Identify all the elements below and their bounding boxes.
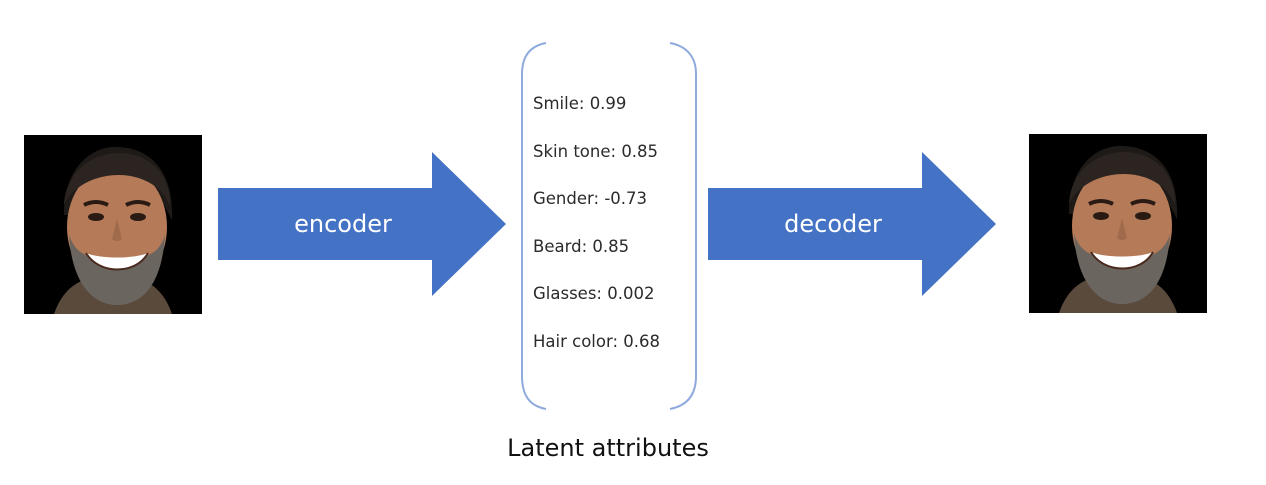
latent-attribute-list: Smile: 0.99 Skin tone: 0.85 Gender: -0.7… bbox=[533, 90, 660, 375]
decoder-label: decoder bbox=[784, 210, 882, 238]
latent-attributes-caption: Latent attributes bbox=[507, 434, 709, 462]
attribute-name: Skin tone bbox=[533, 141, 611, 161]
latent-attribute-item: Glasses: 0.002 bbox=[533, 284, 655, 303]
encoder-label: encoder bbox=[294, 210, 392, 238]
attribute-name: Beard bbox=[533, 236, 582, 256]
attribute-value: 0.85 bbox=[621, 141, 659, 161]
latent-attribute-item: Gender: -0.73 bbox=[533, 189, 648, 208]
latent-attributes-bracket bbox=[518, 40, 702, 412]
attribute-value: -0.73 bbox=[604, 189, 648, 208]
attribute-name: Glasses bbox=[533, 284, 597, 303]
attribute-name: Hair color bbox=[533, 331, 613, 351]
latent-attribute-item: Skin tone: 0.85 bbox=[533, 141, 659, 161]
latent-attribute-item: Hair color: 0.68 bbox=[533, 331, 661, 351]
input-face-image bbox=[24, 135, 202, 314]
output-face-image bbox=[1029, 134, 1207, 313]
encoder-arrow: encoder bbox=[218, 152, 506, 296]
latent-attribute-item: Beard: 0.85 bbox=[533, 236, 630, 256]
attribute-name: Smile bbox=[533, 94, 579, 113]
bracket-shape bbox=[521, 42, 697, 410]
output-face-portrait bbox=[1029, 134, 1207, 313]
latent-attribute-item: Smile: 0.99 bbox=[533, 94, 627, 113]
decoder-arrow: decoder bbox=[708, 152, 996, 296]
decoder-arrow-shape bbox=[708, 152, 996, 296]
input-face-portrait bbox=[24, 135, 202, 314]
attribute-name: Gender bbox=[533, 189, 594, 208]
attribute-value: 0.002 bbox=[607, 284, 655, 303]
encoder-arrow-shape bbox=[218, 152, 506, 296]
attribute-value: 0.99 bbox=[589, 94, 627, 113]
attribute-value: 0.68 bbox=[623, 331, 661, 351]
attribute-value: 0.85 bbox=[592, 236, 630, 256]
